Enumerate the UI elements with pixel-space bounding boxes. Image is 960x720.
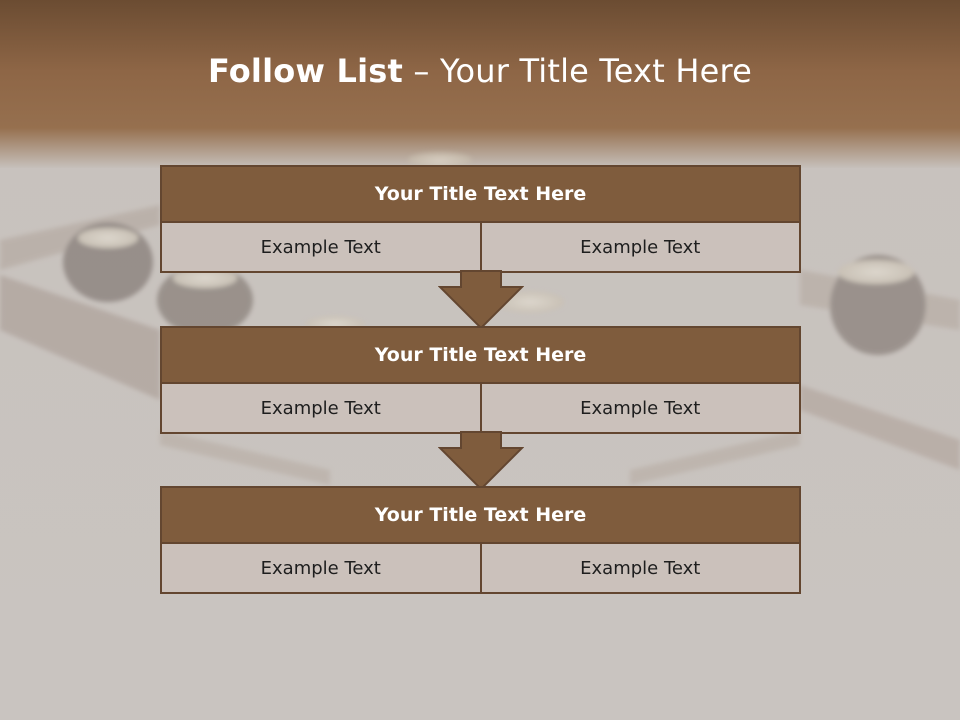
slide-title-rest: – Your Title Text Here bbox=[403, 52, 753, 90]
step-2-item-1: Example Text bbox=[160, 384, 482, 434]
step-title-1: Your Title Text Here bbox=[160, 165, 801, 223]
step-2-item-2: Example Text bbox=[481, 384, 801, 434]
step-title-2: Your Title Text Here bbox=[160, 326, 801, 384]
step-block-3: Your Title Text Here Example Text Exampl… bbox=[160, 486, 801, 594]
step-title-3: Your Title Text Here bbox=[160, 486, 801, 544]
step-3-item-2: Example Text bbox=[481, 544, 801, 594]
step-3-item-1: Example Text bbox=[160, 544, 482, 594]
step-block-2: Your Title Text Here Example Text Exampl… bbox=[160, 326, 801, 434]
step-1-item-2: Example Text bbox=[481, 223, 801, 273]
step-row-3: Example Text Example Text bbox=[160, 544, 801, 594]
down-arrow-icon bbox=[438, 270, 524, 330]
down-arrow-icon bbox=[438, 431, 524, 491]
slide-title: Follow List – Your Title Text Here bbox=[0, 52, 960, 90]
step-block-1: Your Title Text Here Example Text Exampl… bbox=[160, 165, 801, 273]
step-row-1: Example Text Example Text bbox=[160, 223, 801, 273]
step-1-item-1: Example Text bbox=[160, 223, 482, 273]
slide-title-bold: Follow List bbox=[207, 52, 404, 90]
step-row-2: Example Text Example Text bbox=[160, 384, 801, 434]
